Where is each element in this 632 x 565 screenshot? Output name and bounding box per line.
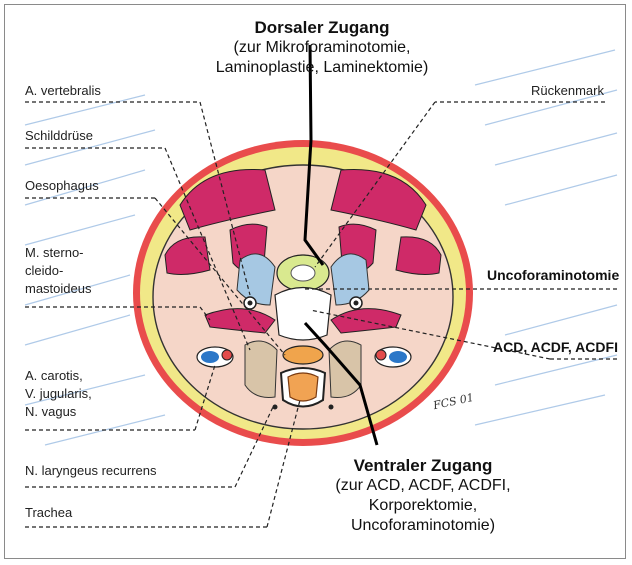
label-sterno-1: M. sterno- xyxy=(25,245,84,261)
label-laryngeus: N. laryngeus recurrens xyxy=(25,463,157,479)
label-sterno-3: mastoideus xyxy=(25,281,91,297)
vertebral-body xyxy=(275,288,331,341)
ventral-title: Ventraler Zugang xyxy=(323,455,523,476)
dorsal-line-1: (zur Mikroforaminotomie, xyxy=(210,38,434,58)
dorsal-title: Dorsaler Zugang xyxy=(210,17,434,38)
label-rueckenmark: Rückenmark xyxy=(531,83,604,99)
ventral-heading: Ventraler Zugang (zur ACD, ACDF, ACDFI, … xyxy=(323,455,523,536)
label-uncoforaminotomie: Uncoforaminotomie xyxy=(487,267,619,283)
label-oesophagus: Oesophagus xyxy=(25,178,99,194)
label-schilddruese: Schilddrüse xyxy=(25,128,93,144)
label-vertebralis: A. vertebralis xyxy=(25,83,101,99)
oesophagus xyxy=(283,346,323,364)
label-acd: ACD, ACDF, ACDFI xyxy=(493,339,618,355)
dorsal-line-2: Laminoplastie, Laminektomie) xyxy=(210,58,434,78)
figure-frame: Dorsaler Zugang (zur Mikroforaminotomie,… xyxy=(4,4,626,559)
label-carotis-1: A. carotis, xyxy=(25,368,83,384)
label-sterno-2: cleido- xyxy=(25,263,63,279)
label-carotis-3: N. vagus xyxy=(25,404,76,420)
dorsal-heading: Dorsaler Zugang (zur Mikroforaminotomie,… xyxy=(210,17,434,78)
ventral-line-3: Uncoforaminotomie) xyxy=(323,516,523,536)
ventral-line-2: Korporektomie, xyxy=(323,496,523,516)
label-carotis-2: V. jugularis, xyxy=(25,386,92,402)
label-trachea: Trachea xyxy=(25,505,72,521)
ventral-line-1: (zur ACD, ACDF, ACDFI, xyxy=(323,476,523,496)
